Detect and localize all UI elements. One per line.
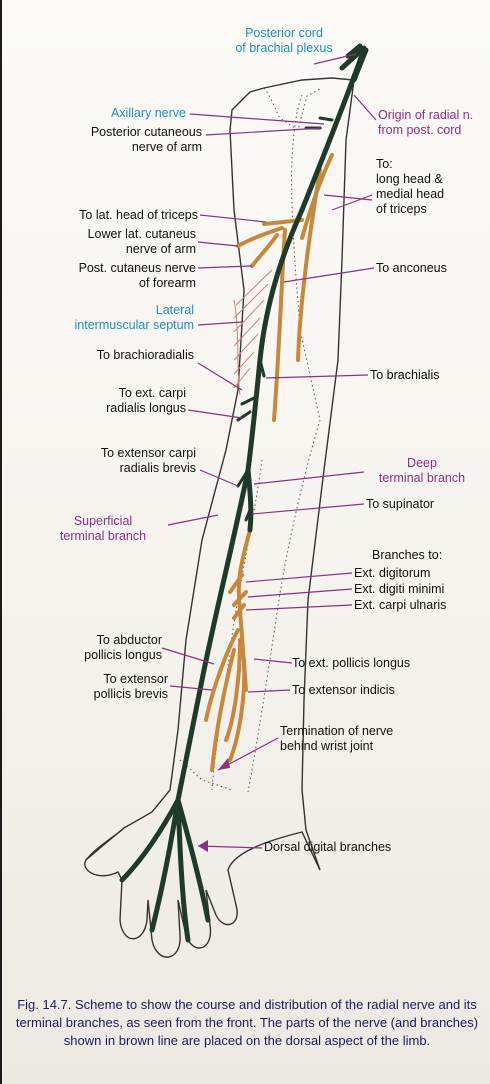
posterior-cord [342, 46, 366, 80]
label-lower-lat-cutaneous: Lower lat. cutaneus nerve of arm [42, 227, 196, 257]
leader-lower-lat [198, 242, 238, 246]
leader-superficial [168, 515, 218, 525]
leader-brachioradialis [198, 363, 242, 390]
label-termination: Termination of nerve behind wrist joint [280, 724, 460, 754]
label-to-ecrb: To extensor carpi radialis brevis [42, 446, 196, 476]
label-lateral-septum: Lateral intermuscular septum [32, 303, 194, 333]
label-posterior-cutaneous-arm: Posterior cutaneous nerve of arm [42, 125, 202, 155]
label-to-abductor: To abductor pollicis longus [42, 633, 162, 663]
label-ext-digiti-minimi: Ext. digiti minimi [354, 582, 484, 597]
leader-long-medial-1 [332, 195, 372, 210]
leader-ext-carpi-ulnaris [246, 605, 352, 610]
label-to-supinator: To supinator [366, 497, 486, 512]
leader-ecrb [200, 470, 238, 486]
leader-anconeus [284, 268, 374, 282]
figure-caption: Fig. 14.7. Scheme to show the course and… [14, 996, 480, 1050]
leader-ext-digitorum [246, 573, 352, 582]
leader-post-cut-arm [206, 128, 322, 135]
label-to-ext-pollicis-longus: To ext. pollicis longus [292, 656, 482, 671]
label-dorsal-digital: Dorsal digital branches [264, 840, 464, 855]
leader-ext-indicis [248, 690, 290, 692]
label-axillary-nerve: Axillary nerve [62, 106, 186, 121]
leader-post-cut-forearm [198, 266, 252, 268]
arrow-dorsal-digital [198, 840, 208, 852]
label-deep-terminal: Deep terminal branch [360, 456, 484, 486]
arrow-termination [218, 758, 230, 770]
leader-deep-terminal [254, 472, 364, 484]
label-to-brachioradialis: To brachioradialis [42, 348, 194, 363]
leader-axillary [190, 114, 324, 124]
leader-septum [198, 322, 242, 325]
label-to-ecrl: To ext. carpi radialis longus [42, 386, 186, 416]
label-origin-radial: Origin of radial n. from post. cord [378, 108, 490, 138]
leader-origin [354, 95, 376, 120]
label-branches-to: Branches to: [372, 548, 482, 563]
lateral-septum-hatch [234, 270, 272, 395]
label-to-extensor-indicis: To extensor indicis [292, 683, 482, 698]
leader-supinator [252, 504, 364, 514]
label-to-ext-pollicis-brevis: To extensor pollicis brevis [42, 672, 168, 702]
leader-ext-poll-longus [254, 659, 292, 663]
label-to-brachialis: To brachialis [370, 368, 480, 383]
leader-ext-poll-brevis [170, 686, 212, 690]
label-post-cutaneous-forearm: Post. cutaneus nerve of forearm [32, 261, 196, 291]
label-ext-digitorum: Ext. digitorum [354, 566, 484, 581]
leader-ext-digiti-minimi [248, 589, 352, 597]
label-superficial-terminal: Superficial terminal branch [38, 514, 168, 544]
radial-nerve [122, 46, 366, 940]
dorsal-branches [206, 155, 332, 770]
label-to-lat-head: To lat. head of triceps [32, 208, 198, 223]
label-to-long-medial-head: To: long head & medial head of triceps [376, 157, 486, 217]
leader-brachialis [266, 375, 368, 378]
label-posterior-cord: Posterior cord of brachial plexus [224, 26, 344, 56]
label-ext-carpi-ulnaris: Ext. carpi ulnaris [354, 598, 484, 613]
leader-lat-head [200, 215, 266, 222]
label-to-anconeus: To anconeus [376, 261, 486, 276]
